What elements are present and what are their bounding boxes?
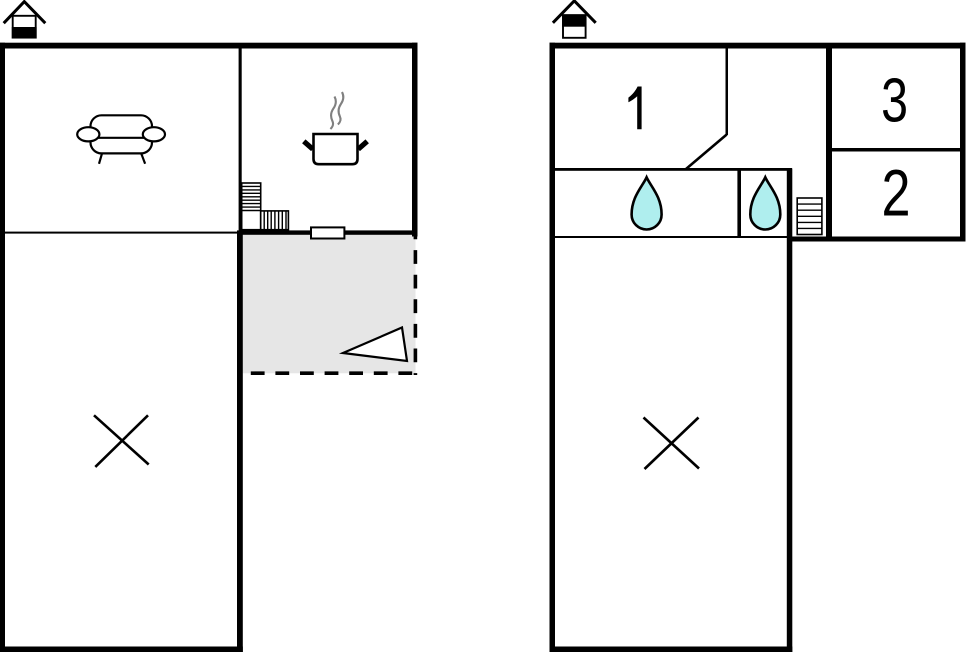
svg-text:3: 3 <box>881 66 908 135</box>
svg-text:2: 2 <box>882 156 911 230</box>
